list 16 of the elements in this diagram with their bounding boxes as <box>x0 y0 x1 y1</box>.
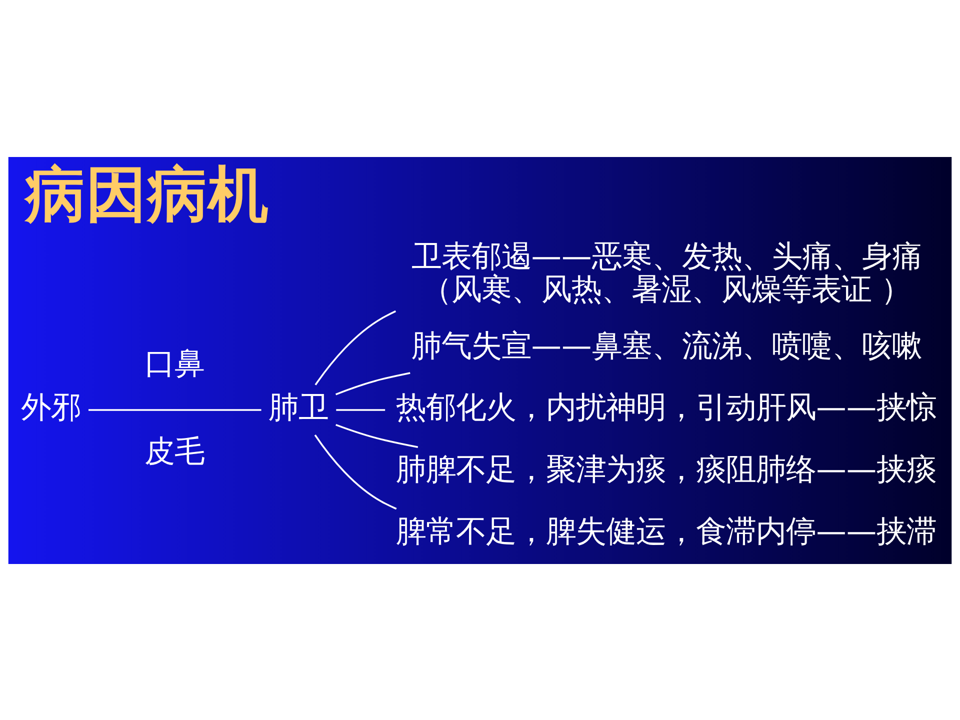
node-text: 热郁化火，内扰神明，引动肝风——挟惊 <box>396 390 937 426</box>
connector <box>314 434 397 510</box>
label: 皮毛 <box>144 434 204 470</box>
connector <box>314 310 396 385</box>
connector <box>336 423 418 448</box>
diagram-title: 病因病机 <box>24 160 269 230</box>
label: 口鼻 <box>144 346 204 382</box>
connector <box>335 372 410 395</box>
node-text: 肺脾不足，聚津为痰，痰阻肺络——挟痰 <box>396 452 937 488</box>
node-text: 卫表郁遏——恶寒、发热、头痛、身痛 （风寒、风热、暑湿、风燥等表证 ） <box>411 238 922 307</box>
node-text: 外邪 <box>20 390 81 426</box>
node-text: 肺气失宣——鼻塞、流涕、喷嚏、咳嗽 <box>411 328 922 364</box>
connector <box>336 408 386 410</box>
node-text: 肺卫 <box>268 390 328 426</box>
connector <box>88 408 262 410</box>
node-text: 脾常不足，脾失健运，食滞内停——挟滞 <box>396 514 937 549</box>
